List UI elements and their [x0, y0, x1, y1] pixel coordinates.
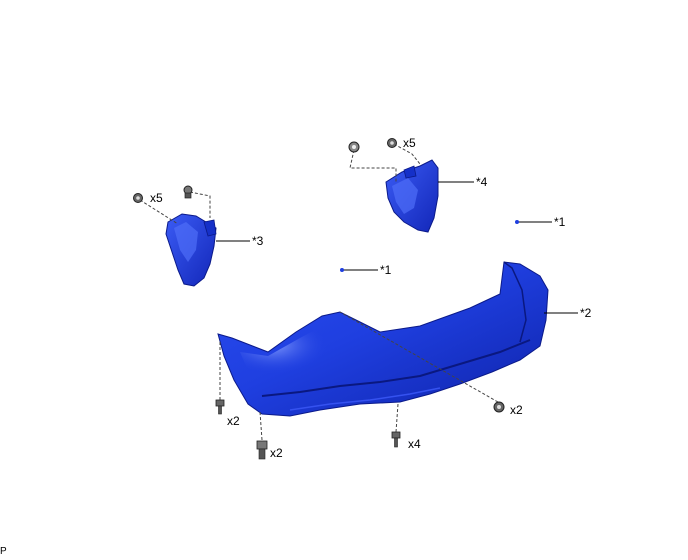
left-bumper-bracket — [165, 213, 217, 287]
callout-3-label: *3 — [252, 234, 264, 248]
qty-left-bottom-bolts: x2 — [270, 446, 283, 460]
callout-1-label-right: *1 — [554, 215, 566, 229]
screw-icon-left-lower — [215, 399, 225, 415]
callout-1-label-center: *1 — [380, 263, 392, 277]
right-bumper-bracket — [385, 159, 439, 233]
clip-icon-left-bracket — [133, 193, 143, 203]
corner-mark: P — [0, 546, 7, 557]
bolt-icon-left-bottom — [256, 440, 268, 460]
rear-bumper-cover — [217, 261, 549, 417]
callout-leader-lines — [216, 181, 578, 314]
qty-left-bracket-clips: x5 — [150, 191, 163, 205]
qty-right-bracket-clips: x5 — [403, 136, 416, 150]
marker-dots — [340, 220, 519, 272]
nut-icon-right-bracket — [348, 141, 360, 153]
qty-left-lower-screws: x2 — [227, 414, 240, 428]
qty-right-screws: x2 — [510, 403, 523, 417]
qty-center-bolts: x4 — [408, 437, 421, 451]
bolt-icon-center — [391, 431, 401, 448]
screw-icon-right — [493, 401, 505, 413]
clip-icon-left-bracket-top — [183, 185, 193, 199]
callout-4-label: *4 — [476, 175, 488, 189]
clip-icon-right-bracket — [387, 138, 397, 148]
callout-2-label: *2 — [580, 306, 592, 320]
fastener-dashed-lines — [139, 143, 499, 441]
